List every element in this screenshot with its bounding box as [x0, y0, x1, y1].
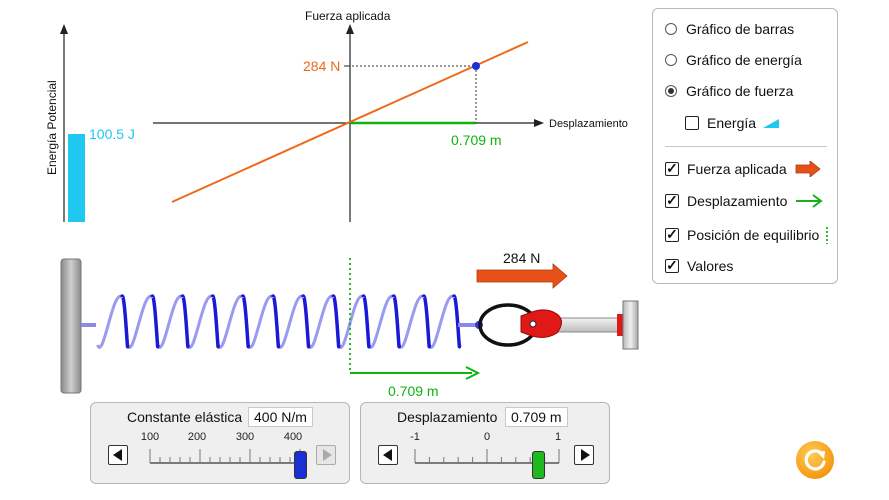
spring-constant-value: 400 N/m	[248, 407, 313, 427]
radio-force-graph-label: Gráfico de fuerza	[686, 83, 794, 99]
orange-arrow-icon	[476, 263, 568, 289]
applied-force-arrow: 284 N	[476, 250, 568, 289]
displacement-control-value: 0.709 m	[505, 407, 568, 427]
force-graph: Fuerza aplicada Desplazamiento 284 N 0.7…	[153, 9, 628, 222]
displacement-control: Desplazamiento 0.709 m -1 0 1	[360, 402, 610, 484]
radio-bar-graph-label: Gráfico de barras	[686, 21, 795, 37]
energy-bar-chart: 100.5 J Energía Potencial	[45, 24, 135, 222]
checkbox-displacement-box[interactable]: ✓	[665, 192, 679, 208]
spring-tick-label: 200	[187, 431, 207, 443]
displacement-tick-label: -1	[410, 431, 420, 443]
checkbox-displacement-label: Desplazamiento	[687, 193, 788, 209]
displacement-increase-button[interactable]	[574, 445, 594, 465]
energy-axis-arrowhead	[60, 24, 68, 34]
force-axis-arrowhead	[346, 24, 354, 34]
wall	[60, 258, 82, 394]
checkbox-energy[interactable]: Energía	[685, 115, 781, 131]
displacement-arrow-label: 0.709 m	[388, 383, 439, 399]
displacement-arrow: 0.709 m	[350, 366, 481, 399]
spring-constant-label: Constante elástica	[127, 409, 243, 425]
puller-red-grip	[520, 309, 562, 338]
force-axis-label: Fuerza aplicada	[305, 9, 391, 23]
left-arrow-icon	[383, 449, 392, 461]
displacement-tick-label: 1	[554, 431, 562, 443]
displacement-decrease-button[interactable]	[378, 445, 398, 465]
operating-point	[472, 62, 480, 70]
checkbox-equilibrium-box[interactable]: ✓	[665, 226, 679, 242]
spring-decrease-button[interactable]	[108, 445, 128, 465]
spring-tick-label: 100	[140, 431, 160, 443]
panel-divider	[665, 146, 827, 147]
spring-constant-control: Constante elástica 400 N/m 100 200 300 4…	[90, 402, 350, 484]
grip-pivot	[529, 320, 537, 328]
checkbox-energy-box[interactable]	[685, 116, 699, 130]
reset-button[interactable]	[796, 441, 834, 479]
spring-tick-label: 400	[283, 431, 303, 443]
checkbox-values-box[interactable]: ✓	[665, 257, 679, 273]
checkbox-energy-label: Energía	[707, 115, 757, 131]
puller-handle[interactable]	[478, 300, 639, 350]
force-arrow-label: 284 N	[503, 250, 540, 266]
reset-icon	[804, 449, 826, 471]
displacement-tick-label: 0	[483, 431, 491, 443]
spring-tick-label: 300	[235, 431, 255, 443]
spring-constant-slider-thumb[interactable]	[293, 451, 307, 479]
checkbox-values-label: Valores	[687, 258, 734, 274]
radio-energy-graph[interactable]: Gráfico de energía	[665, 52, 802, 68]
energy-bar	[68, 134, 85, 222]
right-arrow-icon	[581, 449, 590, 461]
checkbox-applied-force[interactable]: ✓ Fuerza aplicada	[665, 161, 821, 177]
displacement-axis-arrowhead	[534, 119, 544, 127]
checkbox-applied-force-label: Fuerza aplicada	[687, 161, 787, 177]
spring-slider-ticks	[149, 449, 301, 464]
radio-bar-graph-indicator[interactable]	[665, 23, 677, 35]
display-options-panel: Gráfico de barras Gráfico de energía Grá…	[652, 8, 838, 284]
checkbox-equilibrium-label: Posición de equilibrio	[687, 227, 820, 243]
radio-bar-graph[interactable]: Gráfico de barras	[665, 21, 794, 37]
radio-energy-graph-label: Gráfico de energía	[686, 52, 802, 68]
right-arrow-icon	[323, 449, 332, 461]
checkbox-values[interactable]: ✓ Valores	[665, 258, 733, 274]
spring-increase-button[interactable]	[316, 445, 336, 465]
displacement-value-label: 0.709 m	[451, 132, 502, 148]
displacement-arrow-head	[465, 366, 481, 380]
displacement-axis-label: Desplazamiento	[549, 118, 628, 130]
left-arrow-icon	[113, 449, 122, 461]
spring-scene: 284 N 0.709 m	[60, 250, 639, 399]
checkbox-displacement[interactable]: ✓ Desplazamiento	[665, 192, 824, 209]
rod-end-cap	[622, 300, 639, 350]
displacement-slider-thumb[interactable]	[531, 451, 545, 479]
displacement-control-label: Desplazamiento	[397, 409, 498, 425]
orange-arrow-icon	[795, 161, 821, 177]
dotted-line-icon	[826, 227, 829, 244]
force-value-label: 284 N	[303, 58, 340, 74]
checkbox-applied-force-box[interactable]: ✓	[665, 160, 679, 176]
energy-axis-label: Energía Potencial	[45, 80, 59, 175]
energy-triangle-icon	[763, 119, 780, 128]
radio-force-graph[interactable]: Gráfico de fuerza	[665, 83, 793, 99]
checkbox-equilibrium[interactable]: ✓ Posición de equilibrio	[665, 226, 830, 244]
spring-coil-front	[119, 294, 462, 349]
radio-force-graph-indicator[interactable]	[665, 85, 677, 97]
rod-red-stop	[617, 314, 625, 336]
green-arrow-icon	[796, 194, 824, 208]
radio-energy-graph-indicator[interactable]	[665, 54, 677, 66]
energy-value-label: 100.5 J	[89, 126, 135, 142]
